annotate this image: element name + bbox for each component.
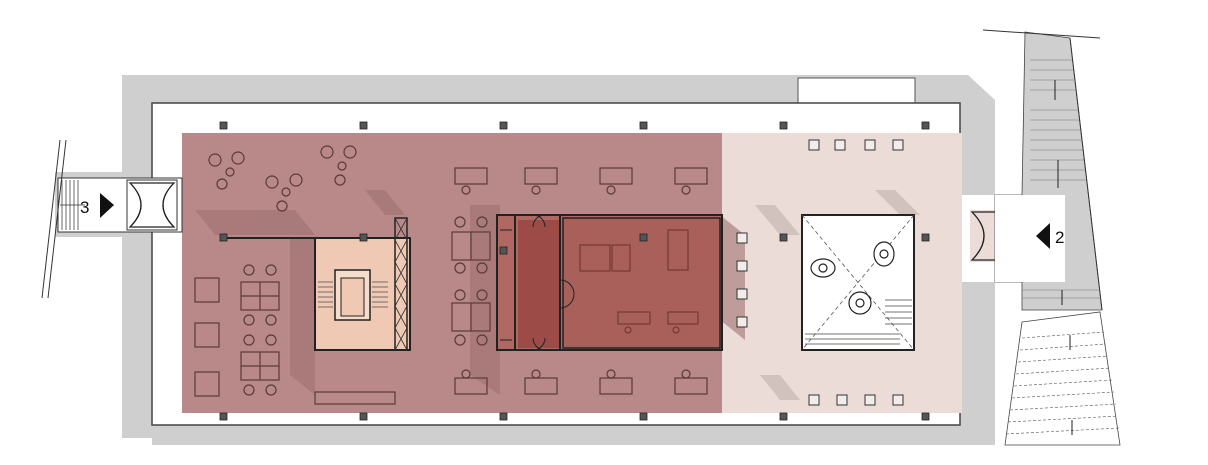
- central-rooms: [496, 214, 723, 351]
- furniture-left: [194, 145, 708, 405]
- entrance-label-3: 3: [80, 198, 89, 217]
- display-items: [736, 139, 904, 406]
- stair-core: [225, 217, 411, 351]
- columns: [219, 121, 930, 421]
- entrance-marker-3: 3: [80, 193, 114, 218]
- revolving-door-left: [126, 179, 178, 231]
- entrance-label-2: 2: [1055, 228, 1064, 247]
- pink-shadows: [755, 190, 920, 400]
- entrance-arrow-left-icon: [1036, 223, 1050, 249]
- right-stairs: [982, 29, 1103, 311]
- entrance-marker-2: 2: [1036, 223, 1064, 249]
- lower-right-stair: [1004, 311, 1121, 446]
- interior-shadows: [195, 190, 745, 395]
- atrium: [801, 214, 915, 351]
- terrace-top-bump: [797, 77, 916, 104]
- entrance-arrow-right-icon: [100, 193, 114, 218]
